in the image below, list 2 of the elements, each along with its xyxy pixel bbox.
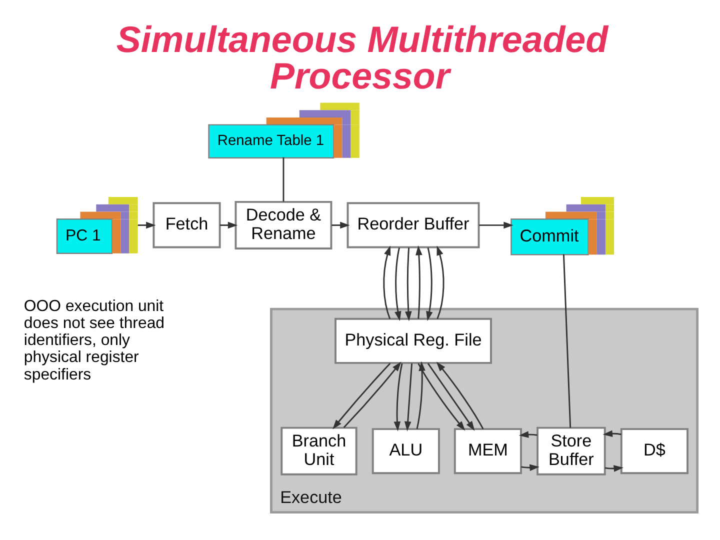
label: OOO execution unit does not see thread identifiers, only physical register specifiers [24, 297, 165, 383]
diagram-title: Simultaneous Multithreaded Processor [116, 18, 608, 96]
